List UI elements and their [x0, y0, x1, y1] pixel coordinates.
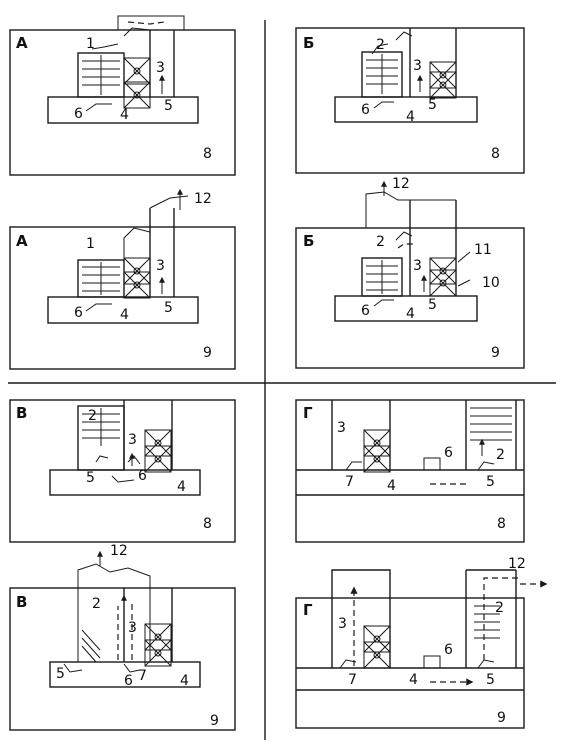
panel-letter: В — [16, 404, 27, 422]
label-7: 7 — [138, 668, 147, 684]
label-3: 3 — [413, 258, 422, 274]
label-6: 6 — [124, 673, 133, 689]
panel-g-9: Г 2 3 4 5 6 7 12 9 — [295, 556, 548, 729]
floor-number: 9 — [491, 345, 500, 361]
label-2: 2 — [92, 596, 101, 612]
label-3: 3 — [413, 58, 422, 74]
label-6: 6 — [361, 102, 370, 118]
label-1: 1 — [86, 236, 95, 252]
label-4: 4 — [177, 479, 186, 495]
floor-number: 9 — [210, 713, 219, 729]
label-5: 5 — [486, 672, 495, 688]
label-5: 5 — [164, 98, 173, 114]
label-5: 5 — [428, 297, 437, 313]
label-2: 2 — [376, 234, 385, 250]
panel-a-8: А 1 3 4 5 6 8 — [9, 15, 236, 176]
label-7: 7 — [345, 474, 354, 490]
panel-letter: Г — [303, 404, 313, 422]
label-2: 2 — [376, 37, 385, 53]
floor-number: 9 — [497, 710, 506, 726]
label-6: 6 — [444, 642, 453, 658]
panel-v-9: В 2 3 4 5 6 7 12 9 — [9, 543, 236, 731]
panel-letter: А — [16, 34, 28, 52]
panel-a-9: А 1 3 4 5 6 12 9 — [9, 188, 236, 370]
label-5: 5 — [486, 474, 495, 490]
label-6: 6 — [361, 303, 370, 319]
floor-number: 8 — [491, 146, 500, 162]
label-6: 6 — [444, 445, 453, 461]
label-2: 2 — [496, 447, 505, 463]
label-3: 3 — [128, 620, 137, 636]
label-12: 12 — [392, 176, 410, 192]
label-4: 4 — [120, 107, 129, 123]
panel-g-8: Г 2 3 4 5 6 7 8 — [295, 399, 525, 543]
panel-b-8: Б 2 3 4 5 6 8 — [295, 27, 525, 174]
label-12: 12 — [508, 556, 526, 572]
label-6: 6 — [74, 305, 83, 321]
panel-letter: Б — [303, 232, 314, 250]
panel-letter: В — [16, 593, 27, 611]
label-12: 12 — [194, 191, 212, 207]
label-1: 1 — [86, 36, 95, 52]
panel-letter: А — [16, 232, 28, 250]
panel-letter: Б — [303, 34, 314, 52]
label-4: 4 — [409, 672, 418, 688]
label-4: 4 — [180, 673, 189, 689]
label-5: 5 — [164, 300, 173, 316]
label-3: 3 — [156, 258, 165, 274]
label-4: 4 — [387, 478, 396, 494]
label-6: 6 — [74, 106, 83, 122]
label-3: 3 — [128, 432, 137, 448]
label-6: 6 — [138, 468, 147, 484]
label-10: 10 — [482, 275, 500, 291]
label-5: 5 — [86, 470, 95, 486]
label-3: 3 — [338, 616, 347, 632]
floor-number: 8 — [203, 516, 212, 532]
panel-letter: Г — [303, 601, 313, 619]
panel-b-9: Б 2 3 4 5 6 10 11 12 9 — [295, 176, 525, 369]
label-3: 3 — [156, 60, 165, 76]
panel-v-8: В 2 3 4 5 6 8 — [9, 399, 236, 543]
label-12: 12 — [110, 543, 128, 559]
floor-number: 8 — [203, 146, 212, 162]
label-5: 5 — [428, 97, 437, 113]
floor-number: 8 — [497, 516, 506, 532]
floor-number: 9 — [203, 345, 212, 361]
label-4: 4 — [406, 109, 415, 125]
label-4: 4 — [120, 307, 129, 323]
label-2: 2 — [495, 600, 504, 616]
label-3: 3 — [337, 420, 346, 436]
label-2: 2 — [88, 408, 97, 424]
label-5: 5 — [56, 666, 65, 682]
label-4: 4 — [406, 306, 415, 322]
label-11: 11 — [474, 242, 492, 258]
label-7: 7 — [348, 672, 357, 688]
